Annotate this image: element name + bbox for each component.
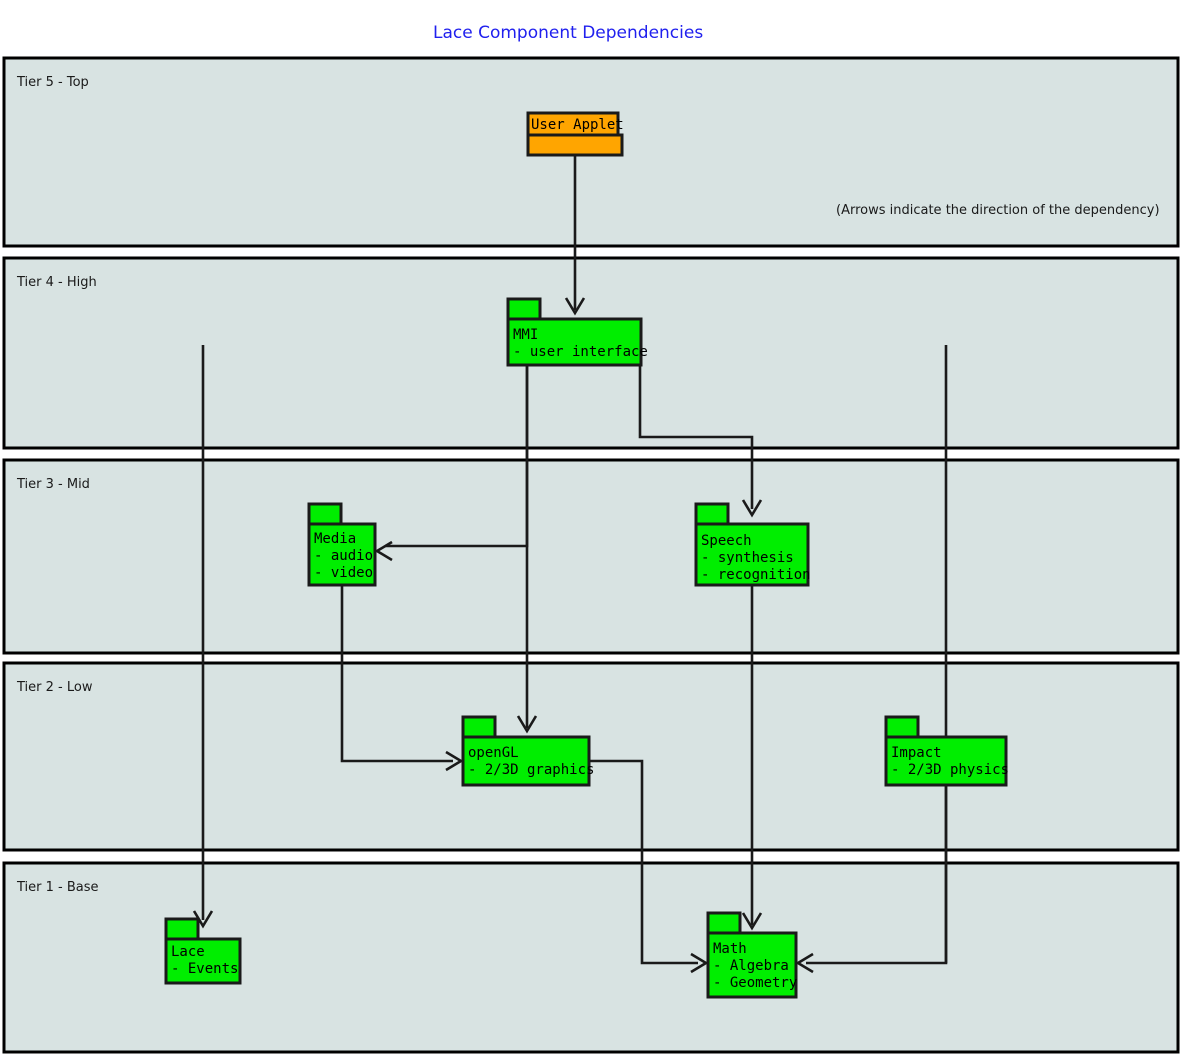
package-tab	[506, 297, 542, 321]
tier-label-tier5: Tier 5 - Top	[16, 75, 89, 90]
package-tab	[164, 917, 200, 941]
package-user-applet[interactable]: User Applet	[526, 111, 624, 157]
package-label-line: - recognition	[701, 567, 811, 583]
package-opengl[interactable]: openGL- 2/3D graphics	[461, 715, 594, 787]
package-tab	[706, 911, 742, 935]
package-body	[461, 735, 591, 787]
package-label-line: Lace	[171, 944, 205, 960]
package-body	[884, 735, 1008, 787]
page-title: Lace Component Dependencies	[433, 23, 703, 43]
package-tab	[884, 715, 920, 739]
package-label: MMI- user interface	[513, 327, 648, 360]
tier-label-tier2: Tier 2 - Low	[16, 680, 93, 695]
package-body	[307, 522, 377, 587]
arrowhead-icon	[564, 297, 586, 316]
package-tab	[461, 715, 497, 739]
connector-opengl-to-math	[589, 759, 709, 974]
package-label-line: MMI	[513, 327, 538, 343]
package-label-line: - 2/3D graphics	[468, 762, 594, 778]
arrowhead-icon	[374, 540, 393, 562]
package-label-line: - Algebra	[713, 958, 789, 974]
tier-band-rect	[2, 458, 1180, 655]
arrowhead-icon	[192, 910, 214, 929]
tier-band-tier4: Tier 4 - High	[2, 256, 1180, 450]
package-label-line: - user interface	[513, 344, 648, 360]
arrowhead-icon	[690, 952, 709, 974]
connector-user-applet-to-mmi	[564, 155, 586, 316]
connector-mmi-to-speech	[638, 365, 763, 518]
package-lace[interactable]: Lace- Events	[164, 917, 242, 985]
package-label-line: - video	[314, 565, 373, 581]
package-body	[526, 133, 624, 157]
package-label-line: - synthesis	[701, 550, 794, 566]
package-label-line: User Applet	[531, 117, 624, 133]
connector-line	[589, 759, 698, 965]
package-label-line: - Geometry	[713, 975, 797, 991]
connector-mmi-to-opengl	[516, 365, 538, 734]
package-label-line: Speech	[701, 533, 752, 549]
arrowhead-icon	[741, 499, 763, 518]
connector-line	[340, 585, 453, 763]
package-body	[694, 522, 810, 587]
arrowhead-icon	[741, 912, 763, 931]
package-label: Media- audio- video	[314, 531, 373, 581]
connectors-group	[192, 155, 948, 974]
package-mmi[interactable]: MMI- user interface	[506, 297, 648, 367]
tier-band-rect	[2, 256, 1180, 450]
tier-band-tier3: Tier 3 - Mid	[2, 458, 1180, 655]
connector-speech-to-math	[741, 585, 763, 931]
tier-label-tier1: Tier 1 - Base	[16, 880, 99, 895]
arrowhead-icon	[516, 715, 538, 734]
package-label: openGL- 2/3D graphics	[468, 745, 594, 778]
package-math[interactable]: Math- Algebra- Geometry	[706, 911, 798, 999]
package-tab	[694, 502, 730, 526]
package-label: Speech- synthesis- recognition	[701, 533, 811, 583]
package-body	[706, 931, 798, 999]
arrowhead-icon	[795, 952, 814, 974]
arrowhead-icon	[445, 750, 464, 772]
package-speech[interactable]: Speech- synthesis- recognition	[694, 502, 811, 587]
package-body	[506, 317, 643, 367]
package-label: Impact- 2/3D physics	[891, 745, 1009, 778]
connector-line	[638, 365, 754, 509]
package-label-line: Impact	[891, 745, 942, 761]
package-label: User Applet	[531, 117, 624, 133]
tier-label-tier3: Tier 3 - Mid	[16, 477, 90, 492]
package-label-line: - Events	[171, 961, 238, 977]
package-body	[164, 937, 242, 985]
tier-label-tier4: Tier 4 - High	[16, 275, 97, 290]
package-tab	[307, 502, 343, 526]
package-label-line: openGL	[468, 745, 519, 761]
package-label: Lace- Events	[171, 944, 238, 977]
package-media[interactable]: Media- audio- video	[307, 502, 377, 587]
package-label-line: Math	[713, 941, 747, 957]
package-label-line: - audio	[314, 548, 373, 564]
package-label-line: - 2/3D physics	[891, 762, 1009, 778]
package-label: Math- Algebra- Geometry	[713, 941, 797, 991]
connector-media-to-opengl	[340, 585, 464, 772]
package-impact[interactable]: Impact- 2/3D physics	[884, 715, 1009, 787]
arrows-legend-note: (Arrows indicate the direction of the de…	[836, 203, 1160, 218]
package-label-line: Media	[314, 531, 356, 547]
connector-mmi-to-lace	[192, 345, 214, 929]
